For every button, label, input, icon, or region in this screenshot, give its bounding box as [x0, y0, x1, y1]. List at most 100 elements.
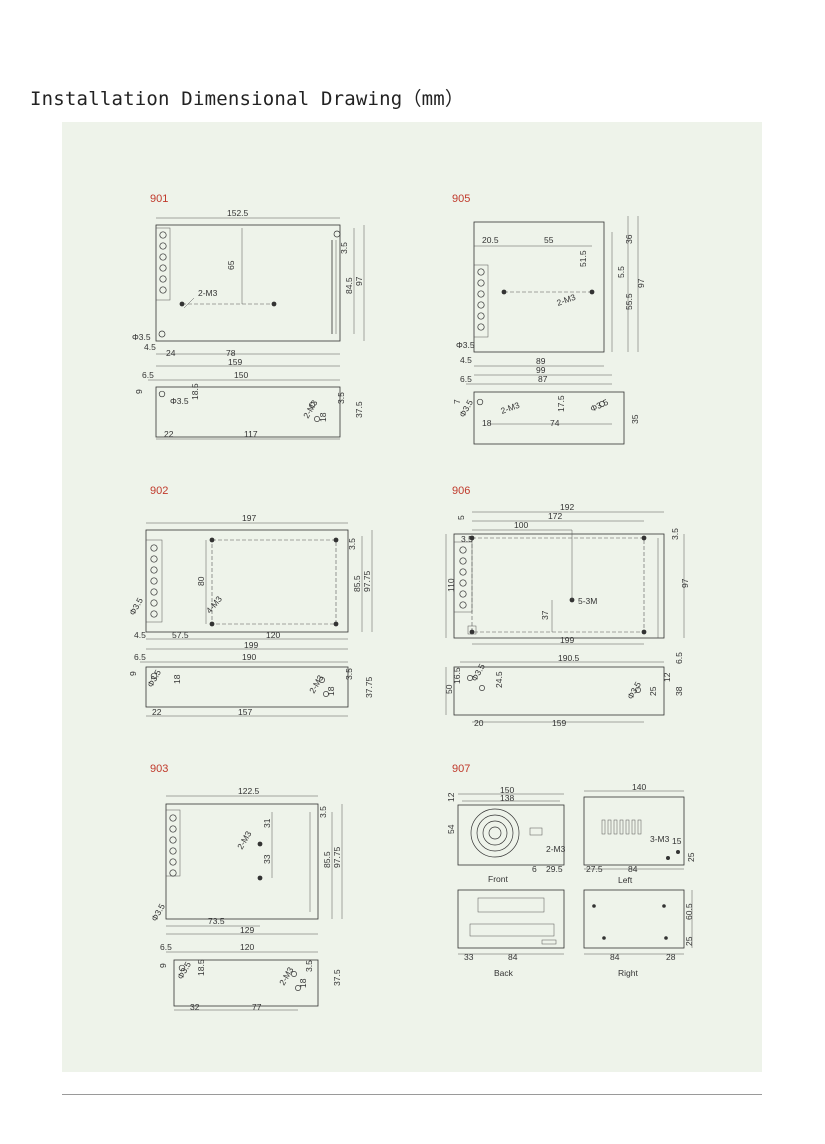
dimension-label: 9	[134, 389, 144, 394]
dimension-label: 18	[326, 686, 336, 696]
model-label-905: 905	[452, 193, 470, 205]
dimension-label: 129	[240, 925, 254, 935]
dimension-label: 97	[680, 578, 690, 588]
dimensional-drawing: 901 152.5 65 3.5 84.5 97 2-M3 Φ3.5 4.5 2…	[127, 193, 696, 1012]
dimension-label: 199	[244, 640, 258, 650]
drawing-906: 906 192 172 100 5 3.5 3.5 97 110 5-3M 37…	[444, 485, 690, 728]
dimension-label: 16.5	[452, 667, 462, 684]
bottom-divider	[62, 1094, 762, 1095]
dimension-label: 9	[158, 963, 168, 968]
dimension-label: 18	[298, 978, 308, 988]
terminal-block	[169, 814, 177, 877]
dimension-label: 9	[128, 671, 138, 676]
dimension-label: 12	[446, 792, 456, 802]
dimension-label: 18	[172, 674, 182, 684]
dimension-label: 85.5	[352, 575, 362, 592]
terminal-strip	[469, 897, 555, 937]
dimension-label: 80	[196, 576, 206, 586]
dimension-label: Φ3.5	[589, 397, 610, 414]
dimension-label: 7	[452, 399, 462, 404]
dimension-label: 27.5	[586, 864, 603, 874]
dimension-label: 97.75	[332, 846, 342, 868]
model-label-902: 902	[150, 485, 168, 497]
dimension-label: 84	[610, 952, 620, 962]
dimension-label: 89	[536, 356, 546, 366]
dimension-label: 29.5	[546, 864, 563, 874]
dimension-label: 54	[446, 824, 456, 834]
dimension-label: 6.5	[160, 942, 172, 952]
dimension-label: 17.5	[556, 395, 566, 412]
dimension-label: Φ3.5	[149, 902, 167, 923]
dimension-label: 159	[552, 718, 566, 728]
dimension-label: 6.5	[460, 374, 472, 384]
dimension-label: Φ3.5	[145, 668, 163, 689]
view-label-back: Back	[494, 968, 514, 978]
dimension-label: 120	[240, 942, 254, 952]
dimension-label: 78	[226, 348, 236, 358]
dimension-label: 138	[500, 793, 514, 803]
dimension-label: 150	[500, 785, 514, 795]
dimension-label: 6.5	[674, 652, 684, 664]
dimension-label: 2-M3	[235, 829, 253, 851]
dimension-label: 84	[628, 864, 638, 874]
dimension-label: 74	[550, 418, 560, 428]
dimension-label: 36	[624, 234, 634, 244]
dimension-label: Φ3.5	[456, 340, 475, 350]
view-label-right: Right	[618, 968, 638, 978]
dimension-label: 3.5	[304, 960, 314, 972]
dimension-label: 37.5	[354, 401, 364, 418]
dimension-label: 4.5	[144, 342, 156, 352]
drawing-panel: 901 152.5 65 3.5 84.5 97 2-M3 Φ3.5 4.5 2…	[62, 122, 762, 1072]
dimension-label: 150	[234, 370, 248, 380]
dimension-label: 31	[262, 818, 272, 828]
dimension-label: 190.5	[558, 653, 580, 663]
dimension-label: 3.5	[344, 668, 354, 680]
dimension-label: 25	[686, 852, 696, 862]
dimension-label: 73.5	[208, 916, 225, 926]
terminal-block	[459, 546, 467, 609]
dimension-label: 15	[672, 836, 682, 846]
drawing-901: 901 152.5 65 3.5 84.5 97 2-M3 Φ3.5 4.5 2…	[132, 193, 365, 440]
dimension-label: 38	[674, 686, 684, 696]
dimension-label: 122.5	[238, 786, 260, 796]
dimension-label: 50	[444, 684, 454, 694]
dimension-label: 97	[636, 278, 646, 288]
dimension-label: 197	[242, 513, 256, 523]
dimension-label: Φ3.5	[170, 396, 189, 406]
dimension-label: 28	[666, 952, 676, 962]
dimension-label: 18	[482, 418, 492, 428]
dimension-label: 3.5	[339, 242, 349, 254]
dimension-label: 37.75	[364, 676, 374, 698]
dimension-label: 32	[190, 1002, 200, 1012]
dimension-label: 18	[318, 412, 328, 422]
dimension-label: 33	[464, 952, 474, 962]
drawing-905: 905 20.5 55 51.5 36 97 55.5 5.5 2-M3 Φ3.…	[452, 193, 646, 445]
dimension-label: 84	[508, 952, 518, 962]
dimension-label: 2-M3	[499, 400, 521, 416]
dimension-label: 157	[238, 707, 252, 717]
dimension-label: 100	[514, 520, 528, 530]
dimension-label: 3.5	[347, 538, 357, 550]
drawing-902: 902 197 80 3.5 85.5 97.75 4-M3 Φ3.5 4.5 …	[127, 485, 374, 717]
model-label-903: 903	[150, 763, 168, 775]
dimension-label: 35	[630, 414, 640, 424]
dimension-label: 6.5	[134, 652, 146, 662]
dimension-label: 25	[684, 936, 694, 946]
dimension-label: 159	[228, 357, 242, 367]
dimension-label: Φ3.5	[127, 596, 145, 617]
dimension-label: 37	[540, 610, 550, 620]
dimension-label: 20.5	[482, 235, 499, 245]
dimension-label: 97.75	[362, 570, 372, 592]
dimension-label: 65	[226, 260, 236, 270]
dimension-label: 6.5	[142, 370, 154, 380]
dimension-label: 3.5	[461, 534, 473, 544]
dimension-label: 4.5	[460, 355, 472, 365]
view-label-left: Left	[618, 875, 633, 885]
dimension-label: 55	[544, 235, 554, 245]
dimension-label: 5-3M	[578, 596, 597, 606]
dimension-label: 85.5	[322, 851, 332, 868]
dimension-label: Φ3.5	[175, 960, 193, 981]
dimension-label: Φ3.5	[469, 662, 487, 683]
dimension-label: 12	[662, 672, 672, 682]
dimension-label: 2-M3	[307, 673, 325, 695]
